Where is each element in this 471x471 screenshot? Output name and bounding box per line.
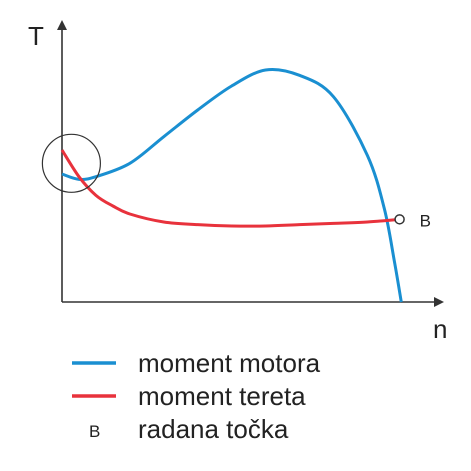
- operating-point-label: B: [420, 211, 431, 230]
- series-line-moment-motora: [61, 67, 403, 303]
- legend-symbol-b: B: [89, 422, 100, 441]
- series-line-moment-tereta: [60, 149, 400, 228]
- legend-label-radana-tocka: radana točka: [138, 414, 289, 444]
- legend-label-moment-tereta: moment tereta: [138, 381, 306, 411]
- legend-label-moment-motora: moment motora: [138, 348, 321, 378]
- legend: moment motora moment tereta B radana toč…: [72, 348, 321, 444]
- highlight-circle: [41, 133, 101, 193]
- y-axis-label: T: [28, 21, 44, 51]
- operating-point-marker: [394, 214, 405, 225]
- x-axis-label: n: [433, 314, 447, 344]
